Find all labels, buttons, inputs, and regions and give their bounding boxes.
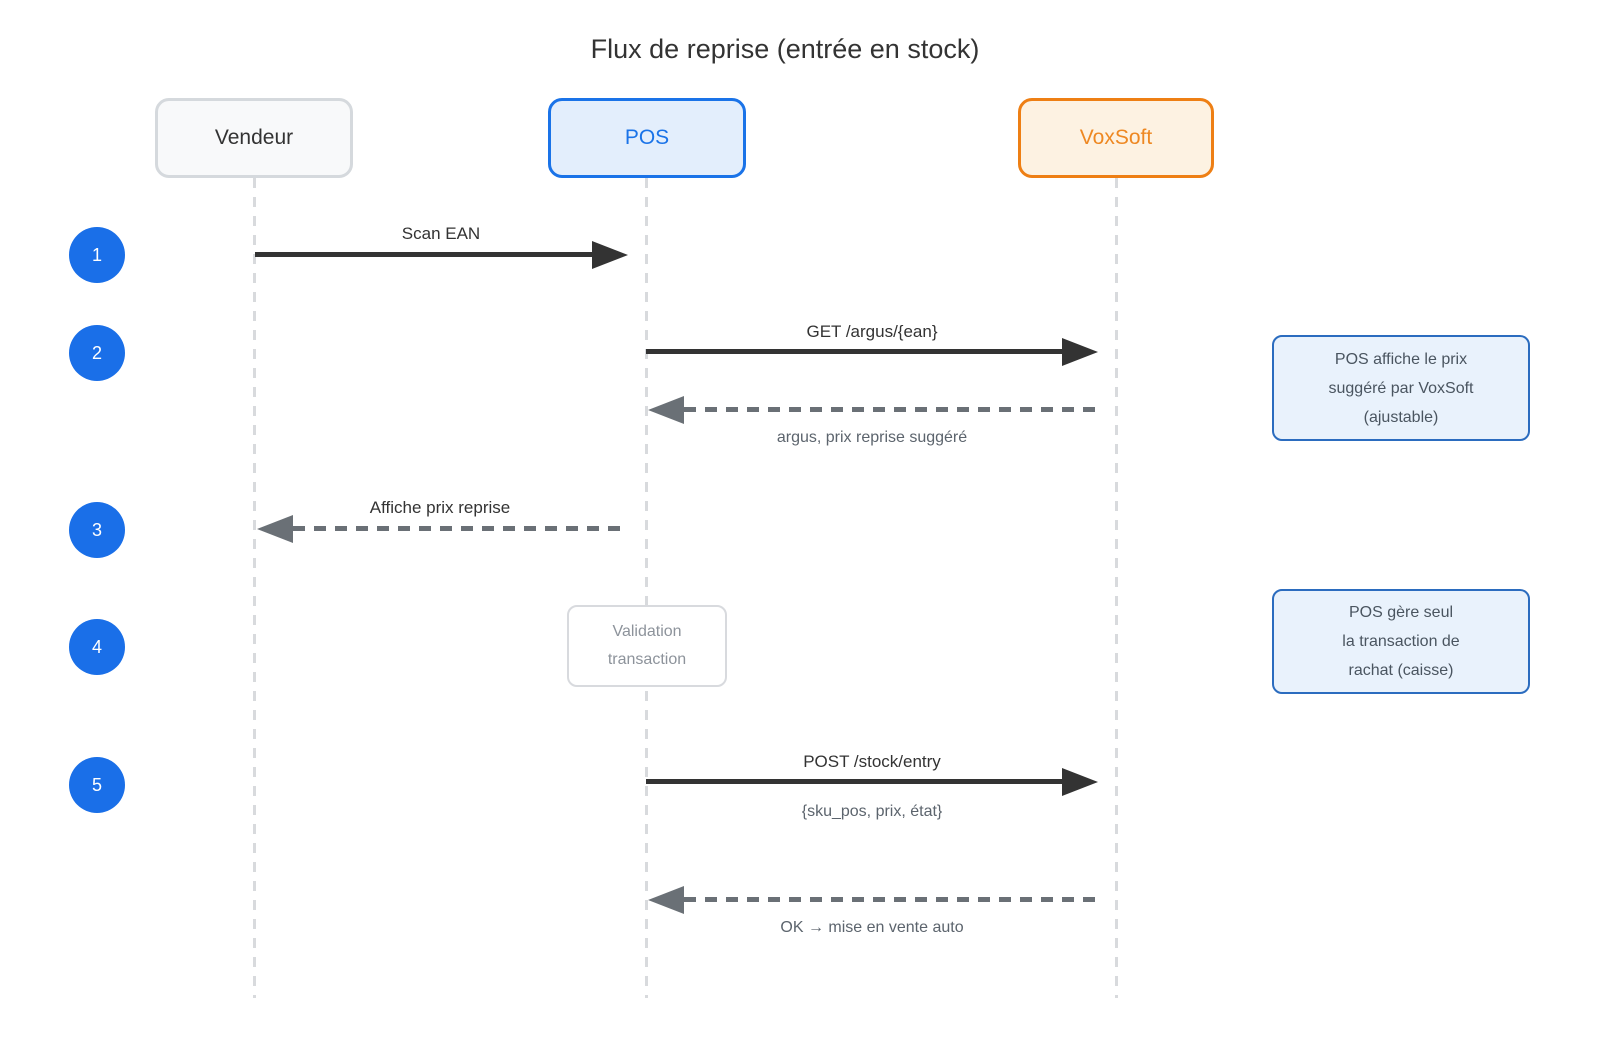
label-scan-ean: Scan EAN (401, 224, 481, 243)
arrow-argus-return (684, 407, 1098, 412)
validation-transaction-box: Validation transaction (567, 605, 727, 687)
label-get-argus: GET /argus/{ean} (806, 322, 938, 341)
lifeline-pos (645, 178, 648, 998)
note-line: POS affiche le prix (1334, 350, 1468, 368)
actor-voxsoft: VoxSoft (1018, 98, 1214, 178)
step-badge-5: 5 (69, 757, 125, 813)
note-line: suggéré par VoxSoft (1328, 379, 1474, 397)
step-badge-1: 1 (69, 227, 125, 283)
label-ok-return: OK → mise en vente auto (780, 919, 964, 936)
arrow-post-stock (646, 779, 1062, 784)
arrowhead-argus-return (648, 396, 684, 424)
actor-pos: POS (548, 98, 746, 178)
actor-pos-label: POS (624, 126, 670, 149)
label-affiche-prix: Affiche prix reprise (369, 498, 511, 517)
arrow-ok-return (684, 897, 1098, 902)
arrowhead-scan-ean (592, 241, 628, 269)
note-line: (ajustable) (1363, 408, 1439, 426)
note-line: la transaction de (1342, 633, 1460, 650)
step-badge-4: 4 (69, 619, 125, 675)
step-badge-2: 2 (69, 325, 125, 381)
note-line: POS gère seul (1348, 604, 1454, 621)
label-post-stock: POST /stock/entry (803, 752, 941, 771)
arrow-get-argus (646, 349, 1062, 354)
arrowhead-affiche-prix (257, 515, 293, 543)
arrowhead-get-argus (1062, 338, 1098, 366)
validation-line2: transaction (607, 651, 687, 668)
arrowhead-ok-return (648, 886, 684, 914)
actor-vendeur: Vendeur (155, 98, 353, 178)
step-badge-3: 3 (69, 502, 125, 558)
diagram-title: Flux de reprise (entrée en stock) (590, 34, 980, 64)
label-argus-return: argus, prix reprise suggéré (776, 429, 968, 446)
actor-vendeur-label: Vendeur (214, 126, 294, 149)
note-line: rachat (caisse) (1348, 662, 1454, 679)
arrow-affiche-prix (293, 526, 628, 531)
lifeline-vendeur (253, 178, 256, 998)
note-pos-affiche-prix: POS affiche le prix suggéré par VoxSoft … (1272, 335, 1530, 441)
lifeline-voxsoft (1115, 178, 1118, 998)
validation-line1: Validation (612, 623, 682, 640)
label-post-payload: {sku_pos, prix, état} (801, 803, 943, 820)
arrow-scan-ean (255, 252, 592, 257)
note-pos-gere-transaction: POS gère seul la transaction de rachat (… (1272, 589, 1530, 694)
arrowhead-post-stock (1062, 768, 1098, 796)
actor-voxsoft-label: VoxSoft (1079, 126, 1153, 149)
